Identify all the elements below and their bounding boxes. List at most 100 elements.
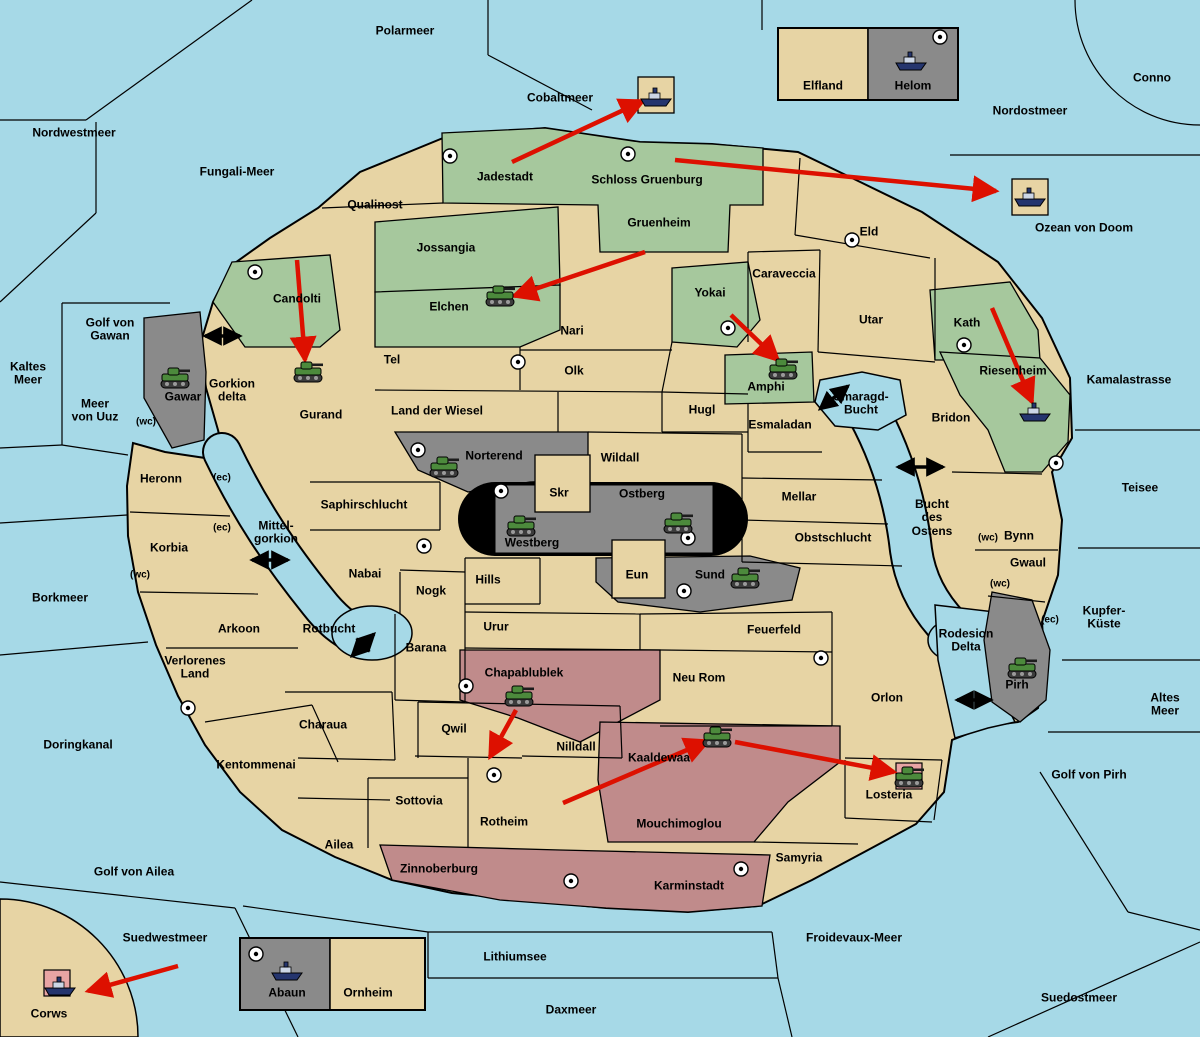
territory-region-pirh[interactable] [983, 591, 1051, 723]
territory-label-mittel-gorkion[interactable]: Mittel- gorkion [254, 518, 298, 546]
ship-unit[interactable] [640, 87, 672, 107]
tank-unit[interactable] [506, 515, 536, 537]
territory-label-pirh[interactable]: Pirh [1005, 677, 1029, 692]
territory-label-nari[interactable]: Nari [560, 323, 584, 338]
territory-label-corws[interactable]: Corws [30, 1006, 68, 1021]
territory-label-smaragd-bucht[interactable]: Smaragd- Bucht [833, 389, 889, 417]
territory-label-rodesion-delta[interactable]: Rodesion Delta [938, 626, 994, 654]
territory-region-riesenheim[interactable] [938, 351, 1071, 473]
territory-label-bridon[interactable]: Bridon [931, 410, 971, 425]
tank-unit[interactable] [663, 512, 693, 534]
territory-label-urur[interactable]: Urur [483, 619, 509, 634]
territory-label-sottovia[interactable]: Sottovia [395, 793, 443, 808]
territory-label-rotbucht[interactable]: Rotbucht [302, 621, 356, 636]
territory-label-gorkion-delta[interactable]: Gorkion delta [208, 376, 256, 404]
tank-unit[interactable] [1007, 657, 1037, 679]
territory-label-hills[interactable]: Hills [475, 572, 501, 587]
tank-unit[interactable] [429, 456, 459, 478]
territory-label-rotheim[interactable]: Rotheim [480, 814, 528, 829]
territory-label-kaaldewaa[interactable]: Kaaldewaa [627, 750, 691, 765]
territory-label-esmaladan[interactable]: Esmaladan [748, 417, 812, 432]
territory-label-mellar[interactable]: Mellar [781, 489, 817, 504]
territory-label-nilldall[interactable]: Nilldall [556, 739, 596, 754]
territory-label-ornheim[interactable]: Ornheim [343, 985, 393, 1000]
territory-label-zinnoberburg[interactable]: Zinnoberburg [400, 861, 478, 876]
territory-label-orlon[interactable]: Orlon [871, 690, 903, 705]
territory-label-feuerfeld[interactable]: Feuerfeld [746, 622, 802, 637]
territory-label-gurand[interactable]: Gurand [299, 407, 343, 422]
territory-label-arkoon[interactable]: Arkoon [218, 621, 260, 636]
territory-label-neu-rom[interactable]: Neu Rom [672, 670, 726, 685]
tank-wheel [511, 530, 515, 534]
territory-label-candolti[interactable]: Candolti [273, 291, 321, 306]
territory-label-yokai[interactable]: Yokai [694, 285, 726, 300]
tank-unit[interactable] [702, 726, 732, 748]
territory-label-elfland[interactable]: Elfland [802, 78, 844, 93]
territory-label-caraveccia[interactable]: Caraveccia [752, 266, 816, 281]
territory-label-heronn[interactable]: Heronn [140, 471, 182, 486]
territory-label-kath[interactable]: Kath [953, 315, 981, 330]
tank-unit[interactable] [485, 285, 515, 307]
territory-label-barana[interactable]: Barana [405, 640, 447, 655]
ship-unit[interactable] [44, 976, 76, 996]
territory-label-amphi[interactable]: Amphi [747, 379, 785, 394]
territory-label-wildall[interactable]: Wildall [600, 450, 640, 465]
territory-label-gwaul[interactable]: Gwaul [1009, 555, 1047, 570]
territory-label-riesenheim[interactable]: Riesenheim [979, 363, 1047, 378]
tank-unit[interactable] [160, 367, 190, 389]
ship-unit[interactable] [1014, 187, 1046, 207]
territory-label-obstschlucht[interactable]: Obstschlucht [794, 530, 872, 545]
territory-label-karminstadt[interactable]: Karminstadt [653, 878, 725, 893]
territory-label-norterend[interactable]: Norterend [465, 448, 523, 463]
territory-label-hugl[interactable]: Hugl [688, 402, 716, 417]
territory-label-charaua[interactable]: Charaua [298, 717, 348, 732]
territory-region-candolti[interactable] [212, 254, 341, 348]
territory-label-gawar[interactable]: Gawar [164, 389, 202, 404]
territory-box[interactable] [611, 539, 666, 599]
territory-label-utar[interactable]: Utar [858, 312, 884, 327]
territory-label-losteria[interactable]: Losteria [865, 787, 913, 802]
territory-label-abaun[interactable]: Abaun [268, 985, 306, 1000]
territory-label-westberg[interactable]: Westberg [504, 535, 560, 550]
ship-unit[interactable] [1019, 402, 1051, 422]
territory-label-eld[interactable]: Eld [859, 224, 879, 239]
ship-unit[interactable] [271, 961, 303, 981]
territory-label-qualinost[interactable]: Qualinost [347, 197, 403, 212]
territory-region-corws[interactable] [0, 898, 139, 1037]
territory-label-nabai[interactable]: Nabai [348, 566, 382, 581]
territory-label-land-der-wiesel[interactable]: Land der Wiesel [391, 403, 483, 418]
territory-label-jadestadt[interactable]: Jadestadt [476, 169, 534, 184]
ship-unit[interactable] [895, 51, 927, 71]
tank-unit[interactable] [768, 358, 798, 380]
territory-label-gruenheim[interactable]: Gruenheim [627, 215, 691, 230]
tank-unit[interactable] [894, 766, 924, 788]
tank-unit[interactable] [293, 361, 323, 383]
territory-label-mouchimoglou[interactable]: Mouchimoglou [636, 816, 722, 831]
territory-label-bynn[interactable]: Bynn [1004, 528, 1034, 543]
territory-label-eun[interactable]: Eun [625, 567, 649, 582]
territory-label-olk[interactable]: Olk [564, 363, 584, 378]
territory-label-kentommenai[interactable]: Kentommenai [216, 757, 296, 772]
territory-label-bucht-des-ostens[interactable]: Bucht des Ostens [911, 496, 953, 538]
territory-label-tel[interactable]: Tel [383, 352, 401, 367]
territory-label-helom[interactable]: Helom [894, 78, 932, 93]
territory-label-chapablublek[interactable]: Chapablublek [484, 665, 564, 680]
territory-label-saphirschlucht[interactable]: Saphirschlucht [320, 497, 408, 512]
tank-unit[interactable] [504, 685, 534, 707]
territory-box[interactable] [534, 454, 591, 513]
territory-label-elchen[interactable]: Elchen [429, 299, 469, 314]
territory-region-kath[interactable] [929, 281, 1041, 361]
territory-label-korbia[interactable]: Korbia [149, 540, 189, 555]
territory-label-schloss-gruenburg[interactable]: Schloss Gruenburg [591, 172, 703, 187]
territory-label-jossangia[interactable]: Jossangia [416, 240, 476, 255]
territory-label-ailea[interactable]: Ailea [324, 837, 354, 852]
territory-label-samyria[interactable]: Samyria [775, 850, 823, 865]
territory-label-skr[interactable]: Skr [549, 485, 569, 500]
territory-label-ostberg[interactable]: Ostberg [618, 486, 666, 501]
territory-label-qwil[interactable]: Qwil [441, 721, 467, 736]
territory-label-sund[interactable]: Sund [695, 567, 725, 582]
tank-unit[interactable] [730, 567, 760, 589]
territory-border [661, 649, 833, 653]
territory-label-verlorenes-land[interactable]: Verlorenes Land [164, 653, 226, 681]
territory-label-nogk[interactable]: Nogk [416, 583, 446, 598]
